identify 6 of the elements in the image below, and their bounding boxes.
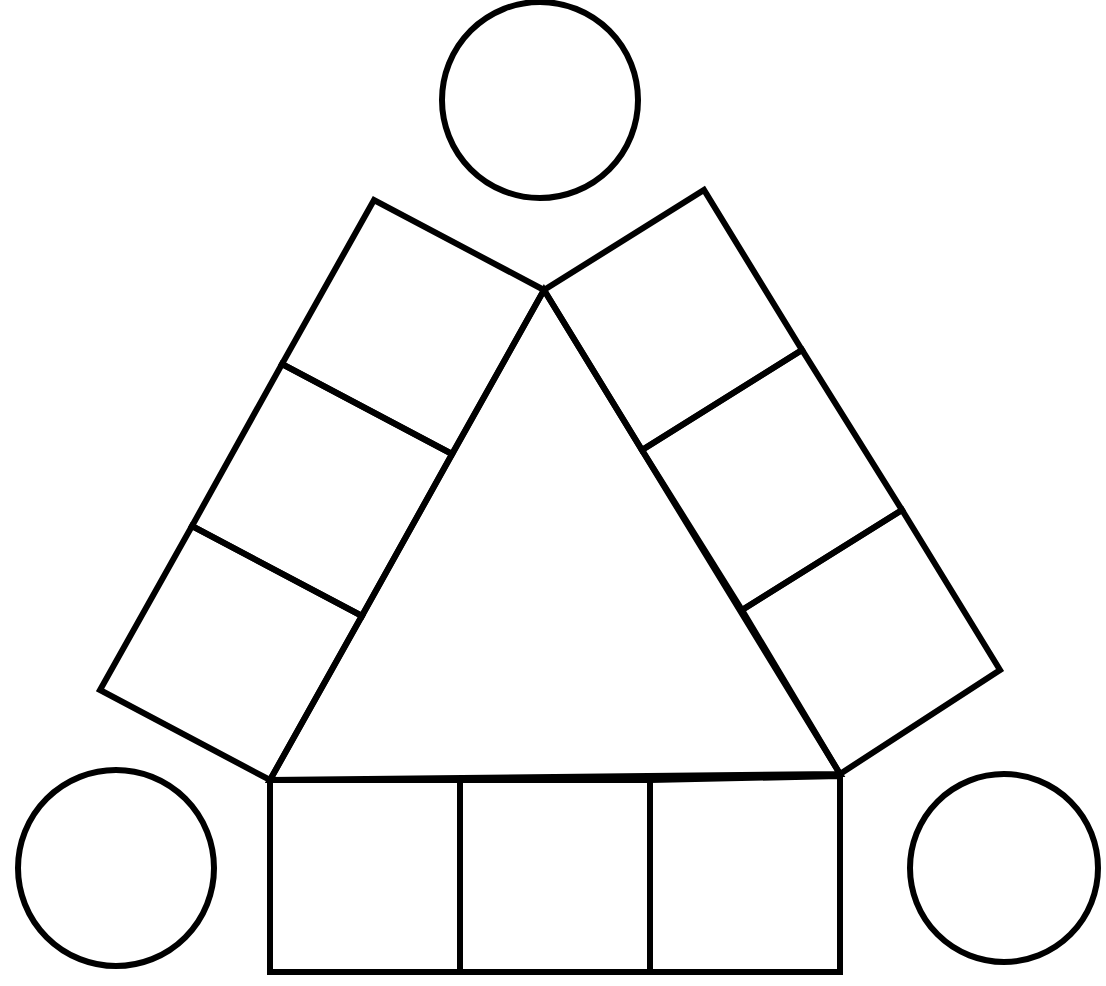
empty-circle [15, 767, 217, 969]
empty-square [267, 777, 463, 975]
empty-circle [907, 771, 1101, 965]
empty-square [457, 777, 653, 975]
empty-triangle [264, 284, 846, 784]
empty-square [647, 772, 843, 975]
